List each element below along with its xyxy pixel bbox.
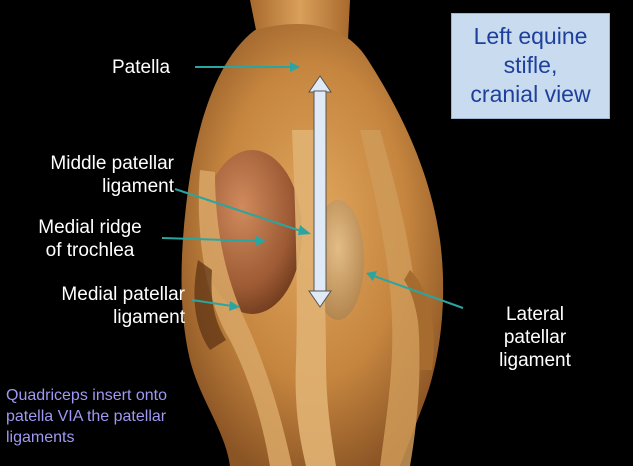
lateral-tissue-flap — [404, 270, 434, 370]
lateral-patellar-ligament-leader-line — [373, 275, 464, 309]
title-line: Left equine — [473, 23, 588, 49]
title-line: cranial view — [470, 81, 591, 107]
medial-ridge-leader-line — [161, 237, 259, 242]
medial-patellar-ligament-leader-line — [191, 299, 233, 307]
title-line: stifle, — [503, 52, 558, 78]
label-middle-patellar-ligament: Middle patellar ligament — [50, 153, 174, 197]
title-box: Left equine stifle, cranial view — [451, 13, 610, 119]
label-medial-patellar-ligament: Medial patellar ligament — [61, 284, 185, 328]
medial-shadow — [194, 260, 226, 350]
medial-ligament-band — [198, 170, 292, 466]
footnote-line: patella VIA the patellar — [6, 408, 167, 425]
middle-ligament-arrowhead — [298, 225, 311, 235]
middle-patellar-ligament-leader-line — [174, 188, 305, 233]
medial-ridge-arrowhead — [256, 236, 266, 246]
footnote-line: Quadriceps insert onto — [6, 387, 167, 404]
patella-length-arrow — [308, 75, 332, 308]
patella-arrowhead — [290, 62, 300, 72]
label-medial-ridge-of-trochlea: Medial ridge of trochlea — [38, 217, 142, 261]
lateral-patellar-arrowhead — [366, 271, 377, 281]
footnote: Quadriceps insert onto patella VIA the p… — [6, 385, 167, 448]
lateral-ligament-band — [360, 130, 420, 466]
footnote-line: ligaments — [6, 429, 75, 446]
medial-patellar-arrowhead — [229, 301, 240, 311]
label-lateral-patellar-ligament: Lateral patellar ligament — [499, 304, 571, 371]
label-patella: Patella — [112, 57, 171, 78]
